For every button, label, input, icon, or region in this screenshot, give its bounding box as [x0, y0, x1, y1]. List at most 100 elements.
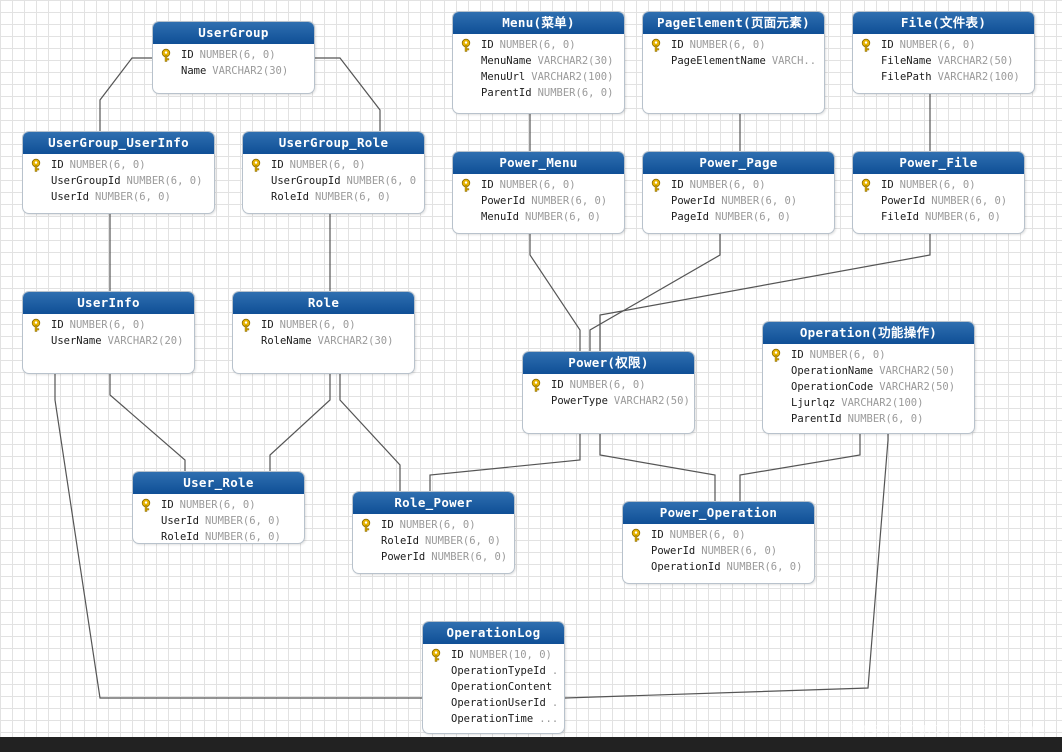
field-type: NUMBER(6, 0) [279, 319, 356, 331]
field-row[interactable]: UserId NUMBER(6, 0) [141, 513, 298, 529]
field-name: UserGroupId [271, 175, 341, 187]
relationship-line-power-to-power-operation [599, 434, 716, 501]
relationship-line-role-to-role-power [339, 374, 401, 491]
field-type: ... [539, 713, 558, 725]
field-row[interactable]: OperationContent... [431, 679, 558, 695]
field-type: NUMBER(6, 0) [726, 561, 803, 573]
key-icon [771, 348, 781, 362]
field-type: NUMBER(6, 0) [69, 319, 146, 331]
field-type: NUMBER(6, 0) [689, 39, 766, 51]
field-name: PowerId [381, 551, 426, 563]
field-name: ID [651, 529, 664, 541]
key-icon [461, 178, 471, 192]
field-type: NUMBER(6, 0) [847, 413, 924, 425]
field-name: RoleId [161, 531, 199, 543]
field-type: NUMBER(6, 0) [69, 159, 146, 171]
field-row[interactable]: OperationUserId... [431, 695, 558, 711]
field-type: NUMBER(6, 0) [126, 175, 203, 187]
field-row[interactable]: OperationTypeId... [431, 663, 558, 679]
field-name: PowerId [651, 545, 696, 557]
entity-title: OperationLog [423, 622, 564, 644]
key-icon [431, 648, 441, 662]
field-type: VARCHAR2(50) [937, 55, 1014, 67]
field-type: NUMBER(6, 0) [931, 195, 1008, 207]
field-type: NUMBER(6, 0) [204, 515, 281, 527]
field-name: UserName [51, 335, 102, 347]
field-name: FileId [881, 211, 919, 223]
field-type: NUMBER(6, 0) [179, 499, 256, 511]
field-name: UserId [161, 515, 199, 527]
field-name: ID [481, 39, 494, 51]
field-row[interactable]: OperationTime... [431, 711, 558, 727]
